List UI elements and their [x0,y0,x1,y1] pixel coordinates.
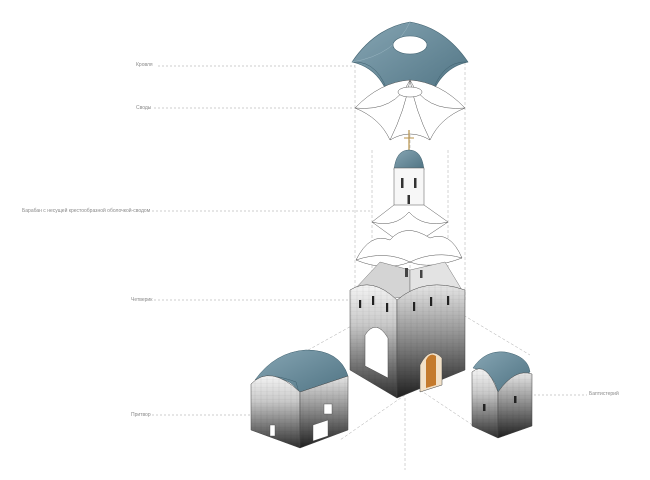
roof-oculus [392,35,428,55]
drum-cylinder [393,167,425,213]
roof-component [351,21,469,101]
label-narthex: Притвор [131,412,151,418]
narthex-component [250,349,349,449]
label-roof: Кровля [136,62,153,68]
inner-vault-layer [355,230,463,267]
label-quadrangle: Четверик [131,297,153,303]
baptistery-component [471,351,533,439]
left-arch-opening [364,327,389,379]
drum-component [371,130,449,239]
label-vaults: Своды [136,105,152,111]
label-drum: Барабан с несущей крестообразной оболочк… [22,208,151,214]
vaults-component [354,79,466,141]
leader-lines [152,65,587,416]
drum-dome [393,149,425,171]
quadrangle-component [349,261,466,399]
label-baptistery: Баптистерий [589,391,619,397]
